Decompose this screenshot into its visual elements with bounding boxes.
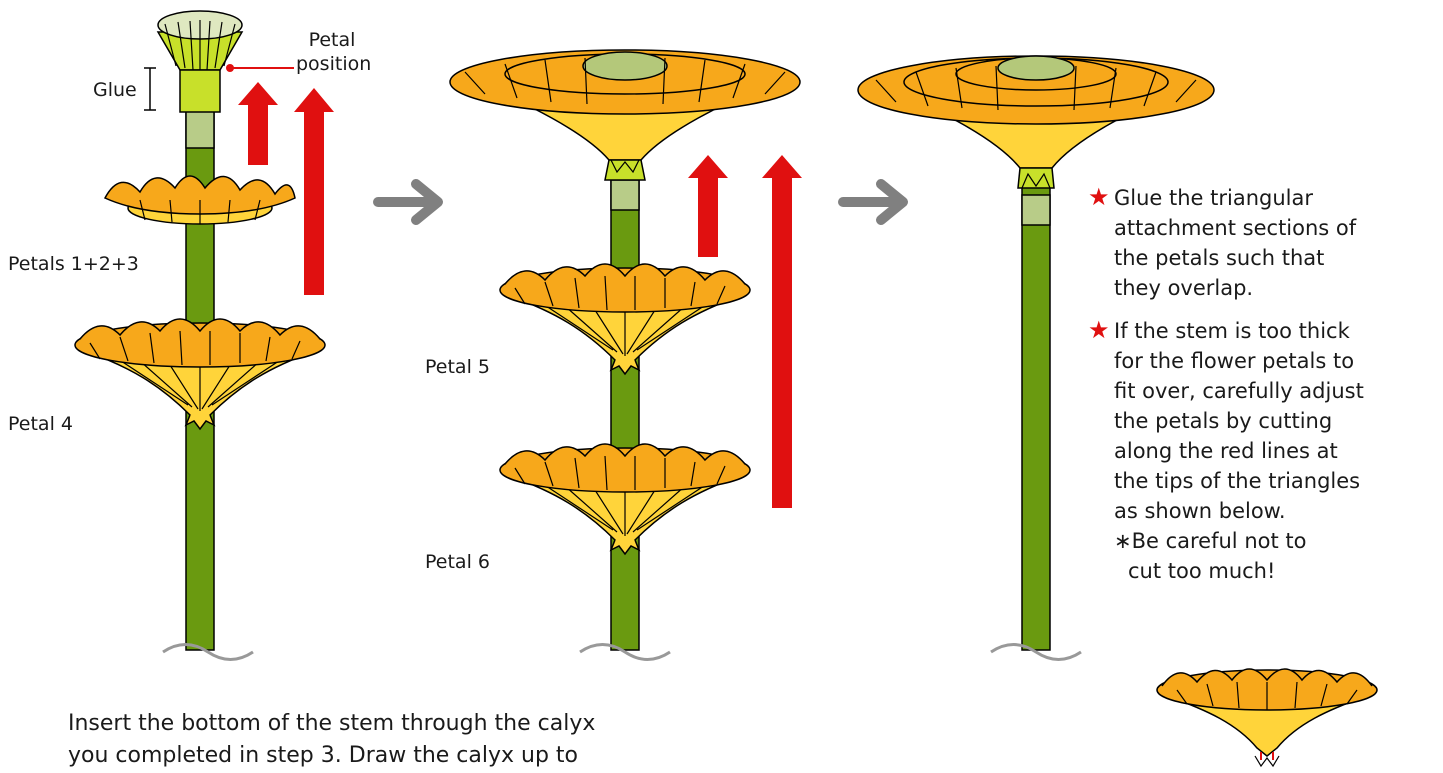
stem [1022, 185, 1050, 650]
finished-flower [858, 56, 1214, 188]
note-stem-thick: ★ If the stem is too thick for the flowe… [1114, 316, 1434, 586]
petal-5-label: Petal 5 [425, 355, 490, 379]
stem-glue-zone [186, 110, 214, 148]
star-icon: ★ [1088, 182, 1110, 212]
petal-position-label: Petal position [296, 28, 368, 76]
petal-6-label: Petal 6 [425, 550, 490, 574]
caution-text: ∗Be careful not to [1114, 526, 1434, 556]
note-overlap: ★ Glue the triangular attachment section… [1114, 183, 1434, 303]
right-arrow-icon [378, 184, 438, 220]
petal-6-flower [500, 444, 750, 554]
top-flower-assembled [450, 50, 800, 180]
petal-4-label: Petal 4 [8, 412, 73, 436]
petals-123-label: Petals 1+2+3 [8, 252, 139, 276]
glue-label: Glue [93, 78, 137, 102]
petals-123-flower [105, 176, 295, 224]
petal-cut-example [1157, 669, 1377, 766]
right-arrow-icon [843, 184, 903, 220]
up-arrow-icon [238, 82, 278, 165]
star-icon: ★ [1088, 315, 1110, 345]
up-arrow-icon [294, 88, 334, 295]
glue-band [180, 70, 220, 112]
instruction-text: Insert the bottom of the stem through th… [68, 708, 595, 772]
petal-5-flower [500, 264, 750, 374]
petal-4-flower [75, 319, 325, 429]
up-arrow-icon [688, 155, 728, 257]
up-arrow-icon [762, 155, 802, 508]
stem [611, 170, 639, 650]
